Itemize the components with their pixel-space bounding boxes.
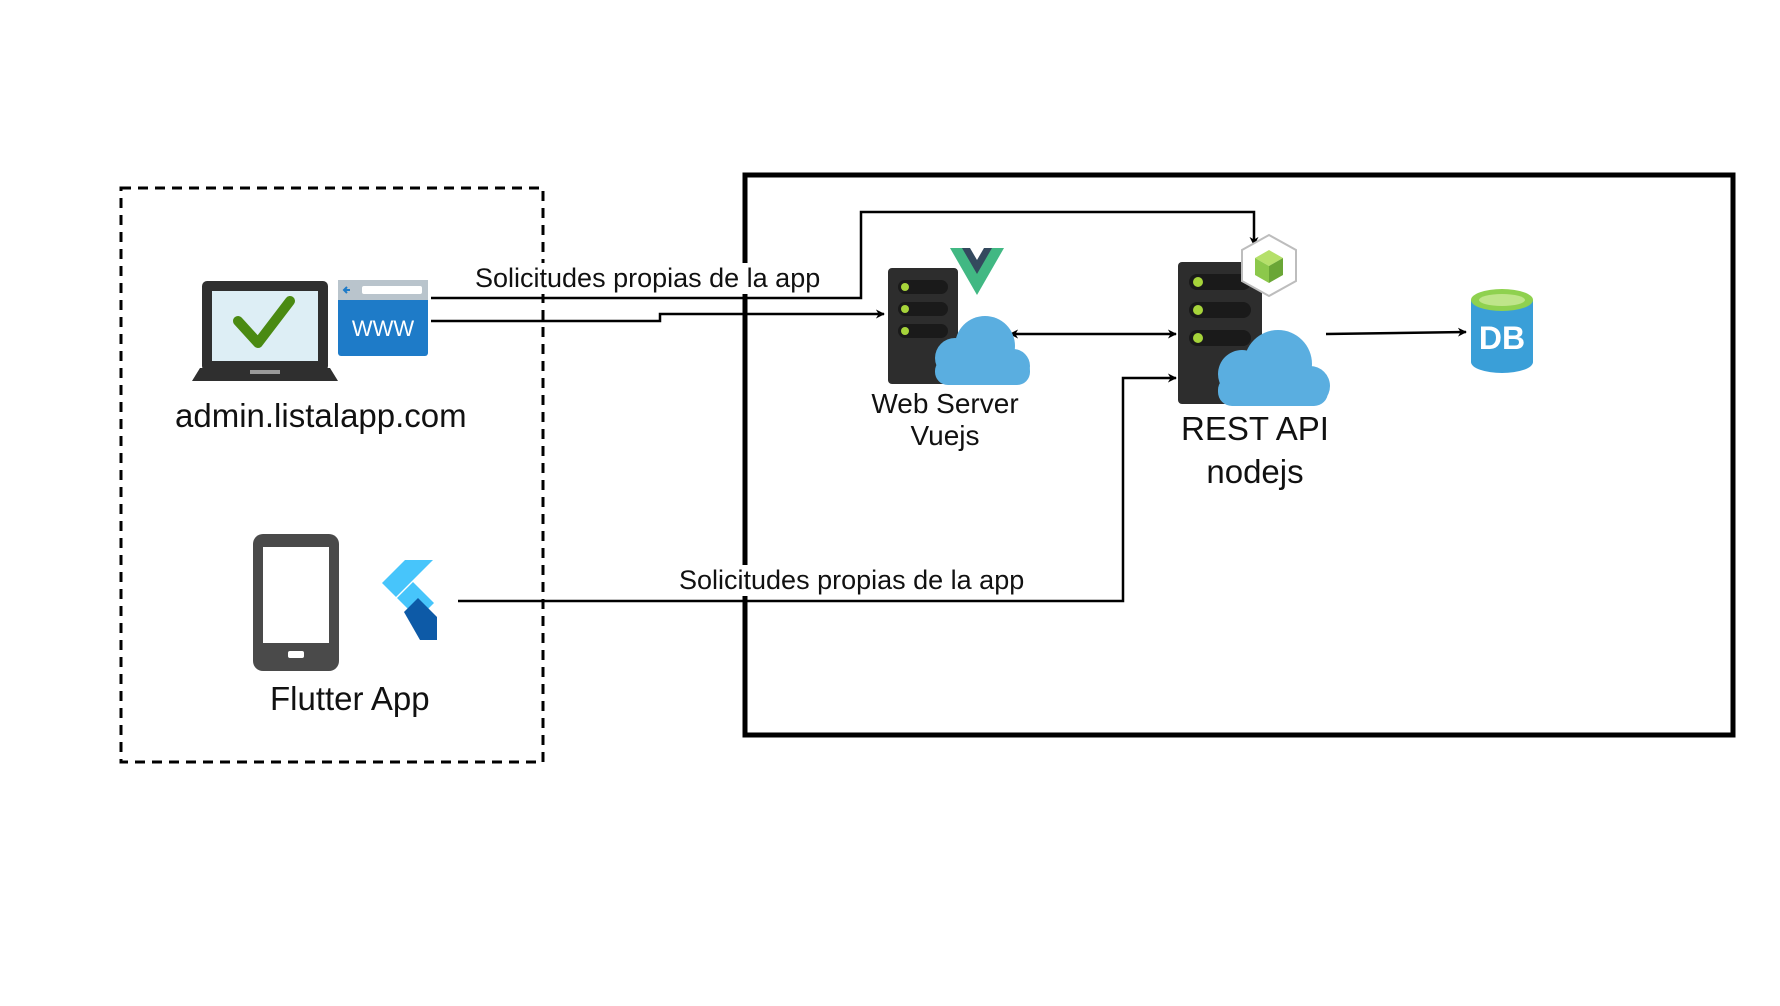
phone-icon (253, 534, 339, 671)
edge-rest-api-to-db (1325, 327, 1467, 337)
www-text: WWW (352, 316, 415, 341)
web-server-label: Web Server Vuejs (850, 388, 1040, 452)
flutter-logo-icon (382, 560, 437, 640)
edge-flutter-to-rest-api (458, 373, 1177, 603)
rest-api-label-line1: REST API (1181, 410, 1329, 447)
edge-www-to-rest-api-top (431, 210, 1259, 300)
web-server-icon (888, 248, 1030, 385)
web-server-label-line2: Vuejs (910, 420, 980, 452)
cloud-icon (1218, 330, 1330, 406)
laptop-icon (192, 281, 338, 381)
db-text: DB (1479, 320, 1525, 356)
rest-api-server-icon (1178, 233, 1330, 406)
client-group-dashed-box (119, 186, 545, 764)
server-group-box (742, 172, 1736, 738)
database-icon: DB (1471, 289, 1533, 373)
web-server-label-line1: Web Server (871, 388, 1019, 419)
nodejs-logo-icon (1241, 233, 1297, 298)
www-browser-icon: WWW (338, 280, 428, 356)
edge-label-flutter-requests: Solicitudes propias de la app (677, 565, 1027, 597)
vue-logo-icon (950, 248, 1004, 295)
checkmark-icon (233, 296, 295, 348)
flutter-app-label: Flutter App (270, 680, 430, 717)
cloud-icon (935, 316, 1030, 385)
edge-label-web-requests: Solicitudes propias de la app (473, 263, 823, 295)
rest-api-label: REST API nodejs (1150, 408, 1360, 494)
rest-api-label-line2: nodejs (1206, 452, 1304, 490)
admin-site-label: admin.listalapp.com (175, 397, 467, 434)
edge-www-to-web-server (431, 309, 885, 323)
